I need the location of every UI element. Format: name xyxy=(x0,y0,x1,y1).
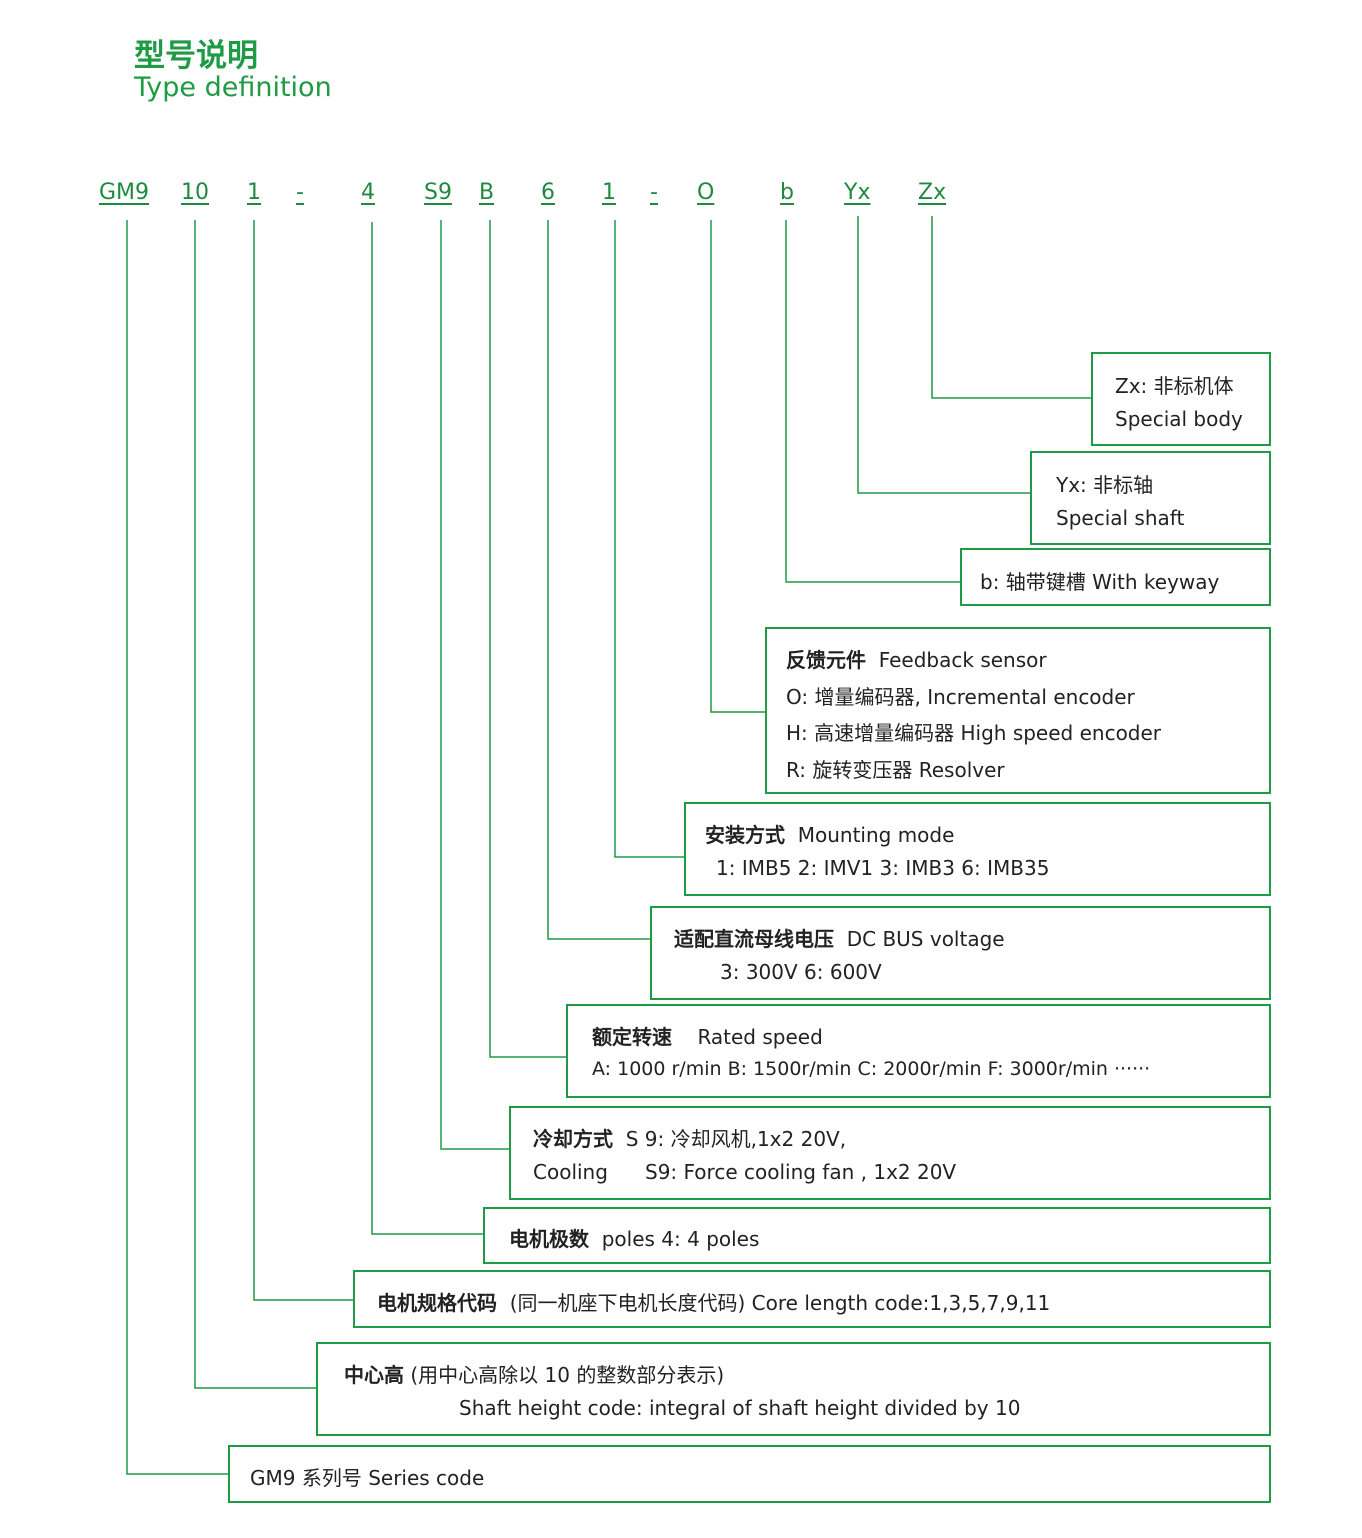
poles-rest: poles 4: 4 poles xyxy=(601,1227,760,1251)
feedback-title: 反馈元件 Feedback sensor xyxy=(786,644,1047,673)
code-segment-feedback: O xyxy=(697,180,715,205)
box-rated-speed: 额定转速 Rated speed A: 1000 r/min B: 1500r/… xyxy=(566,1004,1271,1098)
code-segment-mounting: 1 xyxy=(602,180,616,205)
box-cooling: 冷却方式 S 9: 冷却风机,1x2 20V, Cooling S9: Forc… xyxy=(509,1106,1271,1200)
core-length-title-cn: 电机规格代码 xyxy=(377,1291,497,1315)
special-body-line-cn: Zx: 非标机体 xyxy=(1115,374,1234,398)
cooling-s9-en: S9: Force cooling fan , 1x2 20V xyxy=(645,1160,957,1184)
feedback-option-r: R: 旋转变压器 Resolver xyxy=(786,758,1005,782)
code-segment-special-shaft: Yx xyxy=(844,180,871,205)
box-shaft-height: 中心高 (用中心高除以 10 的整数部分表示) Shaft height cod… xyxy=(316,1342,1271,1436)
connector-series xyxy=(126,220,229,1475)
code-segment-series: GM9 xyxy=(99,180,150,205)
special-body-line-en: Special body xyxy=(1115,407,1243,431)
speed-title: 额定转速 Rated speed xyxy=(592,1021,823,1050)
code-segment-poles: 4 xyxy=(361,180,375,205)
box-mounting-mode: 安装方式 Mounting mode 1: IMB5 2: IMV1 3: IM… xyxy=(684,802,1271,896)
code-segment-core-length: 1 xyxy=(247,180,261,205)
dc-bus-title-cn: 适配直流母线电压 xyxy=(674,927,834,951)
dc-bus-title: 适配直流母线电压 DC BUS voltage xyxy=(674,923,1005,952)
code-segment-cooling: S9 xyxy=(424,180,452,205)
box-special-body: Zx: 非标机体 Special body xyxy=(1091,352,1271,446)
shaft-height-title-cn: 中心高 xyxy=(344,1363,404,1387)
cooling-title-cn: 冷却方式 xyxy=(533,1127,613,1151)
connector-keyway xyxy=(785,220,962,583)
code-segment-special-body: Zx xyxy=(918,180,947,205)
mounting-options: 1: IMB5 2: IMV1 3: IMB3 6: IMB35 xyxy=(716,856,1050,880)
connector-poles xyxy=(371,222,484,1235)
dc-bus-options: 3: 300V 6: 600V xyxy=(720,960,882,984)
poles-line: 电机极数 poles 4: 4 poles xyxy=(509,1223,759,1252)
connector-mounting xyxy=(614,220,685,858)
code-segment-dash: - xyxy=(296,180,304,205)
series-code-line: GM9 系列号 Series code xyxy=(250,1466,485,1490)
code-segment-keyway: b xyxy=(780,180,794,205)
connector-cooling xyxy=(440,220,510,1150)
shaft-height-line-cn: 中心高 (用中心高除以 10 的整数部分表示) xyxy=(344,1359,724,1388)
core-length-rest: (同一机座下电机长度代码) Core length code:1,3,5,7,9… xyxy=(509,1291,1051,1315)
connector-speed xyxy=(489,220,567,1058)
box-special-shaft: Yx: 非标轴 Special shaft xyxy=(1030,451,1271,545)
connector-special-body xyxy=(931,216,1093,399)
special-shaft-line-en: Special shaft xyxy=(1056,506,1185,530)
shaft-height-line-en: Shaft height code: integral of shaft hei… xyxy=(459,1396,1021,1420)
shaft-height-rest: (用中心高除以 10 的整数部分表示) xyxy=(410,1363,725,1387)
poles-title-cn: 电机极数 xyxy=(509,1227,589,1251)
feedback-title-cn: 反馈元件 xyxy=(786,648,866,672)
box-poles: 电机极数 poles 4: 4 poles xyxy=(483,1207,1271,1264)
speed-title-cn: 额定转速 xyxy=(592,1025,672,1049)
dc-bus-title-en: DC BUS voltage xyxy=(846,927,1005,951)
connector-core-length xyxy=(253,220,354,1301)
connector-feedback xyxy=(710,220,767,713)
connector-dc-bus xyxy=(547,220,652,940)
feedback-option-o: O: 增量编码器, Incremental encoder xyxy=(786,685,1135,709)
box-core-length: 电机规格代码 (同一机座下电机长度代码) Core length code:1,… xyxy=(353,1270,1271,1328)
code-segment-dash: - xyxy=(650,180,658,205)
mounting-title: 安装方式 Mounting mode xyxy=(705,819,954,848)
title-chinese: 型号说明 xyxy=(134,38,258,74)
speed-options: A: 1000 r/min B: 1500r/min C: 2000r/min … xyxy=(592,1058,1151,1080)
mounting-title-en: Mounting mode xyxy=(797,823,955,847)
cooling-line-cn: 冷却方式 S 9: 冷却风机,1x2 20V, xyxy=(533,1123,846,1152)
feedback-title-en: Feedback sensor xyxy=(878,648,1047,672)
cooling-title-en: Cooling xyxy=(533,1160,608,1184)
speed-title-en: Rated speed xyxy=(697,1025,823,1049)
title-english: Type definition xyxy=(134,72,332,103)
feedback-option-h: H: 高速增量编码器 High speed encoder xyxy=(786,721,1162,745)
code-segment-speed: B xyxy=(479,180,495,205)
box-feedback-sensor: 反馈元件 Feedback sensor O: 增量编码器, Increment… xyxy=(765,627,1271,794)
keyway-line: b: 轴带键槽 With keyway xyxy=(980,570,1220,594)
core-length-line: 电机规格代码 (同一机座下电机长度代码) Core length code:1,… xyxy=(377,1287,1050,1316)
box-keyway: b: 轴带键槽 With keyway xyxy=(960,548,1271,606)
box-series-code: GM9 系列号 Series code xyxy=(228,1445,1271,1503)
code-segment-shaft-height: 10 xyxy=(181,180,209,205)
box-dc-bus-voltage: 适配直流母线电压 DC BUS voltage 3: 300V 6: 600V xyxy=(650,906,1271,1000)
mounting-title-cn: 安装方式 xyxy=(705,823,785,847)
code-segment-dc-bus: 6 xyxy=(541,180,555,205)
cooling-s9-cn: S 9: 冷却风机,1x2 20V, xyxy=(625,1127,847,1151)
special-shaft-line-cn: Yx: 非标轴 xyxy=(1056,473,1154,497)
connector-shaft-height xyxy=(194,220,317,1389)
connector-special-shaft xyxy=(857,216,1032,494)
